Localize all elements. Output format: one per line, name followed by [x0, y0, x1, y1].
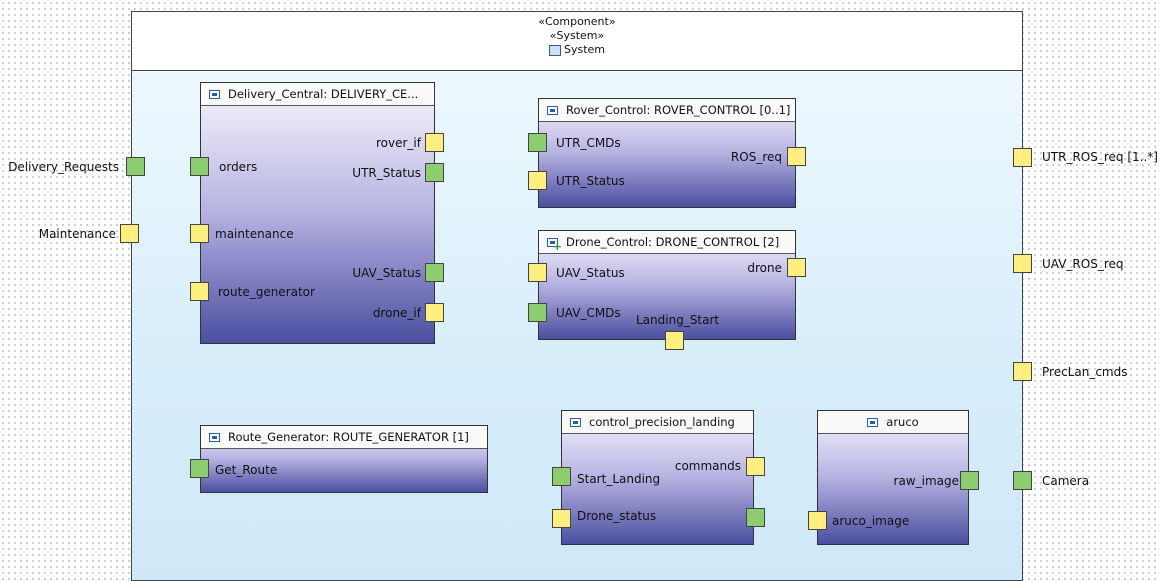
component-stereotype: «Component»: [538, 15, 616, 28]
part-title: Rover_Control: ROVER_CONTROL [0..1]: [566, 103, 791, 117]
external-label-preclan-cmds: PrecLan_cmds: [1042, 365, 1128, 379]
port-uav-status[interactable]: [528, 263, 547, 282]
part-icon: [570, 417, 581, 427]
part-title: Drone_Control: DRONE_CONTROL [2]: [566, 235, 780, 249]
part-title: aruco: [886, 415, 919, 429]
part-drone-control[interactable]: + Drone_Control: DRONE_CONTROL [2]: [538, 230, 796, 340]
port-label-drone-if: drone_if: [372, 306, 421, 320]
system-header: «Component» «System» System: [132, 12, 1022, 71]
part-icon: +: [547, 237, 562, 252]
port-drone[interactable]: [787, 258, 806, 277]
external-label-maintenance: Maintenance: [38, 227, 116, 241]
plus-icon: +: [552, 239, 562, 253]
port-label-drone-status: Drone_status: [577, 509, 657, 523]
part-rover-control[interactable]: Rover_Control: ROVER_CONTROL [0..1]: [538, 98, 796, 208]
part-delivery-central[interactable]: Delivery_Central: DELIVERY_CE...: [200, 82, 435, 344]
port-label-landing-start: Landing_Start: [636, 313, 720, 327]
external-label-camera: Camera: [1042, 474, 1090, 488]
system-name: System: [563, 43, 606, 56]
part-title: Delivery_Central: DELIVERY_CE...: [228, 87, 419, 101]
port-utr-status-in[interactable]: [528, 171, 547, 190]
port-label-maintenance: maintenance: [215, 227, 294, 241]
part-control-precision-landing[interactable]: control_precision_landing: [561, 410, 754, 545]
port-label-route-generator: route_generator: [218, 285, 315, 299]
port-label-start-landing: Start_Landing: [577, 472, 661, 486]
port-label-utr-status-in: UTR_Status: [556, 174, 625, 188]
port-label-uav-cmds: UAV_CMDs: [556, 306, 621, 320]
port-utr-ros-req-external[interactable]: [1013, 148, 1032, 167]
part-title: Route_Generator: ROUTE_GENERATOR [1]: [228, 430, 469, 444]
port-label-uav-status-in: UAV_Status: [352, 266, 421, 280]
part-icon: [867, 417, 879, 427]
part-aruco[interactable]: aruco: [817, 410, 969, 545]
port-start-landing[interactable]: [552, 467, 571, 486]
port-label-get-route: Get_Route: [215, 463, 278, 477]
port-label-commands: commands: [674, 459, 741, 473]
port-label-utr-status-out: UTR_Status: [352, 166, 421, 180]
port-uav-ros-req-external[interactable]: [1013, 254, 1032, 273]
part-icon: [209, 432, 220, 442]
port-utr-cmds[interactable]: [528, 133, 547, 152]
port-orders[interactable]: [190, 157, 209, 176]
port-commands[interactable]: [746, 457, 765, 476]
port-drone-if[interactable]: [425, 303, 444, 322]
port-ros-req[interactable]: [787, 147, 806, 166]
part-icon: [209, 89, 220, 99]
port-aruco-image[interactable]: [808, 511, 827, 530]
port-route-generator[interactable]: [190, 282, 209, 301]
port-uav-status-in[interactable]: [425, 263, 444, 282]
system-stereotype: «System»: [549, 29, 605, 42]
port-control-output[interactable]: [746, 508, 765, 527]
port-label-drone: drone: [747, 261, 782, 275]
part-title: control_precision_landing: [589, 415, 735, 429]
port-drone-status[interactable]: [552, 509, 571, 528]
port-label-orders: orders: [219, 160, 258, 174]
port-label-ros-req: ROS_req: [730, 150, 782, 164]
port-label-uav-status: UAV_Status: [556, 266, 625, 280]
external-label-utr-ros-req: UTR_ROS_req [1..*]: [1042, 150, 1158, 164]
external-label-uav-ros-req: UAV_ROS_req: [1042, 257, 1124, 271]
port-maintenance[interactable]: [190, 224, 209, 243]
part-route-generator[interactable]: Route_Generator: ROUTE_GENERATOR [1]: [200, 425, 488, 493]
port-maintenance-external[interactable]: [120, 224, 139, 243]
port-get-route[interactable]: [190, 459, 209, 478]
port-label-rover-if: rover_if: [376, 136, 421, 150]
port-raw-image[interactable]: [960, 471, 979, 490]
external-label-delivery-requests: Delivery_Requests: [8, 160, 119, 174]
port-delivery-requests[interactable]: [126, 157, 145, 176]
system-icon: [548, 44, 561, 56]
port-label-utr-cmds: UTR_CMDs: [556, 136, 621, 150]
port-label-aruco-image: aruco_image: [832, 514, 910, 528]
port-label-raw-image: raw_image: [893, 474, 959, 488]
port-rover-if[interactable]: [425, 133, 444, 152]
port-utr-status-out[interactable]: [425, 163, 444, 182]
port-camera-external[interactable]: [1013, 471, 1032, 490]
port-landing-start[interactable]: [665, 331, 684, 350]
port-uav-cmds[interactable]: [528, 303, 547, 322]
part-icon: [547, 105, 558, 115]
port-preclan-cmds-external[interactable]: [1013, 362, 1032, 381]
